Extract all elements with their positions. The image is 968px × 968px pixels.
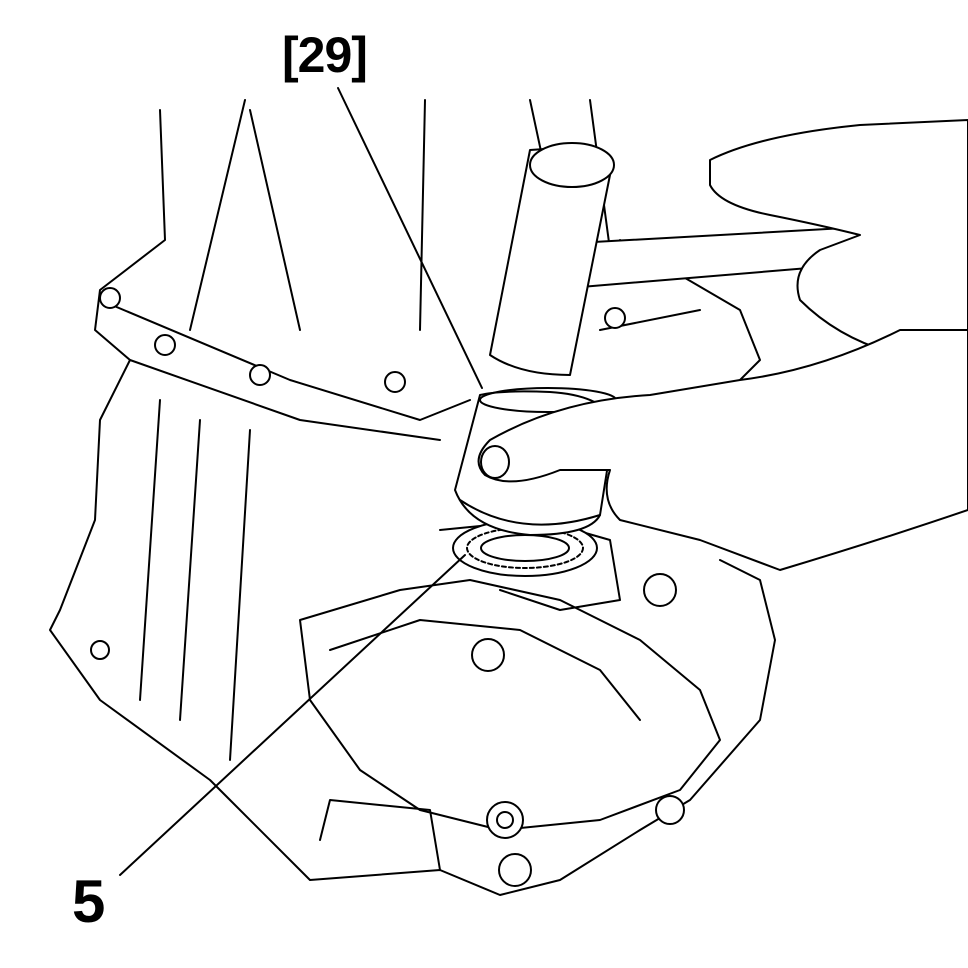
housing-bolts <box>90 287 685 887</box>
part-number-label: 5 <box>72 868 106 935</box>
leader-line-29 <box>337 87 483 389</box>
hands <box>477 119 968 571</box>
hammer <box>489 142 906 376</box>
tool-reference-label: [29] <box>282 27 368 83</box>
leader-line-5 <box>119 554 466 876</box>
